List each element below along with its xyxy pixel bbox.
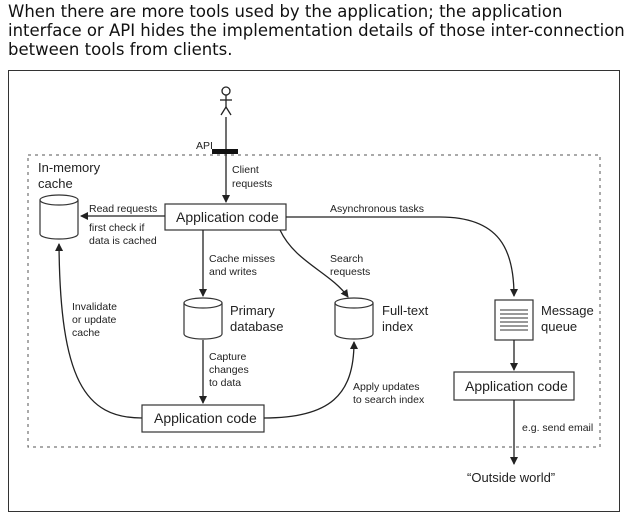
full-text-index-label: Full-text index (382, 303, 432, 334)
application-code-label: Application code (176, 209, 279, 225)
message-queue-icon (494, 299, 534, 341)
cache-cylinder-icon (39, 194, 79, 240)
asynchronous-tasks-label: Asynchronous tasks (330, 203, 424, 215)
application-code-box (164, 203, 287, 231)
application-code-bottom-box (141, 404, 265, 433)
caption: When there are more tools used by the ap… (8, 2, 625, 59)
application-code-right-label: Application code (465, 378, 568, 394)
in-memory-cache-label: In-memory cache (38, 160, 104, 191)
user-icon (220, 86, 232, 116)
primary-database-label: Primary database (230, 303, 284, 334)
application-code-right-box (453, 371, 575, 401)
system-boundary (27, 154, 601, 448)
cache-misses-label: Cache misses and writes (209, 253, 278, 278)
search-requests-arrow (279, 229, 349, 298)
full-text-index-cylinder-icon (334, 297, 374, 340)
first-check-label: first check if data is cached (89, 222, 157, 247)
primary-database-cylinder-icon (183, 297, 223, 340)
capture-changes-label: Capture changes to data (209, 351, 252, 389)
apply-updates-arrow (263, 341, 358, 419)
message-queue-label: Message queue (541, 303, 597, 334)
read-requests-label: Read requests (89, 203, 157, 215)
invalidate-cache-arrow (55, 243, 143, 419)
application-code-bottom-label: Application code (154, 410, 257, 426)
asynchronous-tasks-arrow (286, 216, 518, 297)
invalidate-cache-label: Invalidate or update cache (72, 301, 120, 339)
api-label: API (196, 140, 213, 152)
search-requests-label: Search requests (330, 253, 370, 278)
client-requests-label: Client requests (232, 164, 272, 190)
diagram-frame (8, 70, 620, 512)
outside-world-label: “Outside world” (467, 470, 555, 485)
api-bar (212, 149, 238, 154)
send-email-label: e.g. send email (522, 422, 593, 434)
apply-updates-label: Apply updates to search index (353, 381, 425, 406)
